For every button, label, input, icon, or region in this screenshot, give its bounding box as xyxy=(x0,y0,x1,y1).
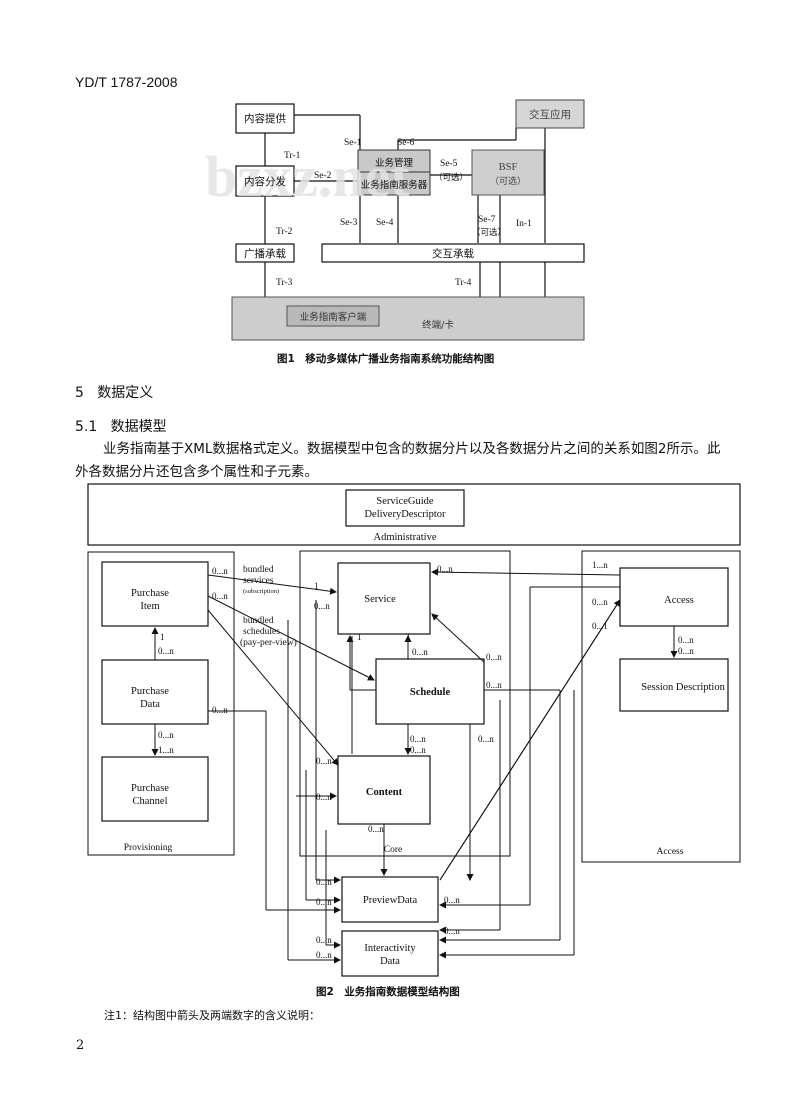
card-content-left-2: 0...n xyxy=(316,792,332,802)
figure2-caption: 图2 业务指南数据模型结构图 xyxy=(316,986,460,998)
purchase-item-label-2: Item xyxy=(140,601,159,612)
provisioning-label: Provisioning xyxy=(124,843,173,853)
purchase-channel-label-2: Channel xyxy=(133,796,168,807)
card-content-left-1: 0...n xyxy=(316,756,332,766)
sgdd-label-line1: ServiceGuide xyxy=(376,496,433,507)
card-pv-3: 0...n xyxy=(444,895,460,905)
card-access-1: 1...n xyxy=(592,560,608,570)
label-se7-optional: （可选） xyxy=(472,227,506,238)
access-group-label: Access xyxy=(657,847,684,857)
section51-heading: 5.1 数据模型 xyxy=(75,416,167,436)
section51-number: 5.1 xyxy=(75,419,98,435)
subscription-label: (subscription) xyxy=(243,588,279,595)
card-sch-content-2: 0...n xyxy=(410,745,426,755)
card-pd-right: 0...n xyxy=(212,705,228,715)
label-se7: Se-7 xyxy=(478,215,496,225)
card-sch-top: 0...n xyxy=(412,647,428,657)
label-se4: Se-4 xyxy=(376,218,394,228)
section5-heading: 5 数据定义 xyxy=(75,382,153,402)
label-tr3: Tr-3 xyxy=(276,278,293,288)
purchase-item-label-1: Purchase xyxy=(131,588,169,599)
section5-number: 5 xyxy=(75,385,84,401)
document-id: YD/T 1787-2008 xyxy=(75,74,178,90)
box-content-distribution: 内容分发 xyxy=(244,175,286,188)
card-svc-1: 1 xyxy=(314,581,319,591)
page-number: 2 xyxy=(76,1038,85,1053)
access-label: Access xyxy=(664,595,694,606)
interactivity-label-2: Data xyxy=(380,956,400,967)
card-pi-2: 0...n xyxy=(212,591,228,601)
box-sg-client: 业务指南客户端 xyxy=(300,311,367,323)
card-pd-up: 0...n xyxy=(158,646,174,656)
label-in1: In-1 xyxy=(516,219,532,229)
card-svc-3: 0...n xyxy=(437,564,453,574)
label-se5-optional: （可选） xyxy=(434,172,468,183)
box-bsf: BSF xyxy=(499,162,518,173)
card-sch-content-1: 0...n xyxy=(410,734,426,744)
card-svc-2: 0...n xyxy=(314,601,330,611)
purchase-data-label-1: Purchase xyxy=(131,686,169,697)
box-service-management: 业务管理 xyxy=(375,157,414,169)
label-se2: Se-2 xyxy=(314,171,332,181)
section51-title: 数据模型 xyxy=(110,419,167,435)
sgdd-label-line2: DeliveryDescriptor xyxy=(364,509,446,520)
note-1: 注1：结构图中箭头及两端数字的含义说明： xyxy=(104,1009,320,1022)
watermark: bzxz.net xyxy=(205,144,410,209)
section51-paragraph: 业务指南基于XML数据格式定义。数据模型中包含的数据分片以及各数据分片之间的关系… xyxy=(75,441,721,480)
card-sch-right-1: 0...n xyxy=(486,652,502,662)
label-se3: Se-3 xyxy=(340,218,358,228)
purchase-channel-label-1: Purchase xyxy=(131,783,169,794)
card-access-3: 0...1 xyxy=(592,621,608,631)
card-sd-1: 0...n xyxy=(678,635,694,645)
card-access-2: 0...n xyxy=(592,597,608,607)
card-pv-2: 0...n xyxy=(316,897,332,907)
bundled-services-label-2: services xyxy=(243,576,274,586)
core-label: Core xyxy=(384,845,402,855)
administrative-label: Administrative xyxy=(374,532,437,543)
label-tr4: Tr-4 xyxy=(455,278,472,288)
bundled-services-label-1: bundled xyxy=(243,565,274,575)
card-pd-down: 0...n xyxy=(158,730,174,740)
card-one-pi: 1 xyxy=(160,632,165,642)
label-se6: Se-6 xyxy=(397,138,415,148)
box-interactive-app: 交互应用 xyxy=(529,108,571,121)
bundled-schedules-label-1: bundled xyxy=(243,616,274,626)
card-pi-1: 0...n xyxy=(212,566,228,576)
box-terminal: 终端/卡 xyxy=(422,319,454,331)
card-id-3: 0...n xyxy=(444,926,460,936)
interactivity-label-1: Interactivity xyxy=(364,943,416,954)
figure2-diagram: ServiceGuide DeliveryDescriptor Administ… xyxy=(87,483,741,977)
session-description-label: Session Description xyxy=(641,682,725,693)
card-one-svc-1: 1 xyxy=(357,632,362,642)
label-se1: Se-1 xyxy=(344,138,362,148)
box-interactive-bearer: 交互承载 xyxy=(432,247,474,260)
card-sd-2: 0...n xyxy=(678,646,694,656)
label-se5: Se-5 xyxy=(440,159,458,169)
box-broadcast-bearer: 广播承载 xyxy=(244,247,286,260)
card-content-bottom: 0...n xyxy=(368,824,384,834)
card-pv-1: 0...n xyxy=(316,877,332,887)
box-content-provider: 内容提供 xyxy=(244,112,286,125)
label-tr1: Tr-1 xyxy=(284,151,301,161)
box-bsf-optional: （可选） xyxy=(490,175,526,187)
purchase-data-label-2: Data xyxy=(140,699,160,710)
card-pc: 1...n xyxy=(158,745,174,755)
figure1-caption: 图1 移动多媒体广播业务指南系统功能结构图 xyxy=(277,353,495,365)
card-id-2: 0...n xyxy=(316,950,332,960)
ppv-label: (pay-per-view) xyxy=(240,637,297,648)
figure1-diagram: bzxz.net 内容提供 内容分发 广播承载 交互应用 业务管理 业务指南服务… xyxy=(205,99,585,341)
content-label: Content xyxy=(366,787,403,798)
section5-title: 数据定义 xyxy=(97,385,154,401)
service-label: Service xyxy=(364,594,396,605)
label-tr2: Tr-2 xyxy=(276,227,293,237)
card-id-1: 0...n xyxy=(316,935,332,945)
card-sch-right-2: 0...n xyxy=(486,680,502,690)
preview-data-label: PreviewData xyxy=(363,895,418,906)
card-sch-bottom: 0...n xyxy=(478,734,494,744)
schedule-label: Schedule xyxy=(410,687,451,698)
box-sg-server: 业务指南服务器 xyxy=(361,179,428,191)
bundled-schedules-label-2: schedules xyxy=(243,627,280,637)
card-one-svc-2: 1 xyxy=(406,632,411,642)
